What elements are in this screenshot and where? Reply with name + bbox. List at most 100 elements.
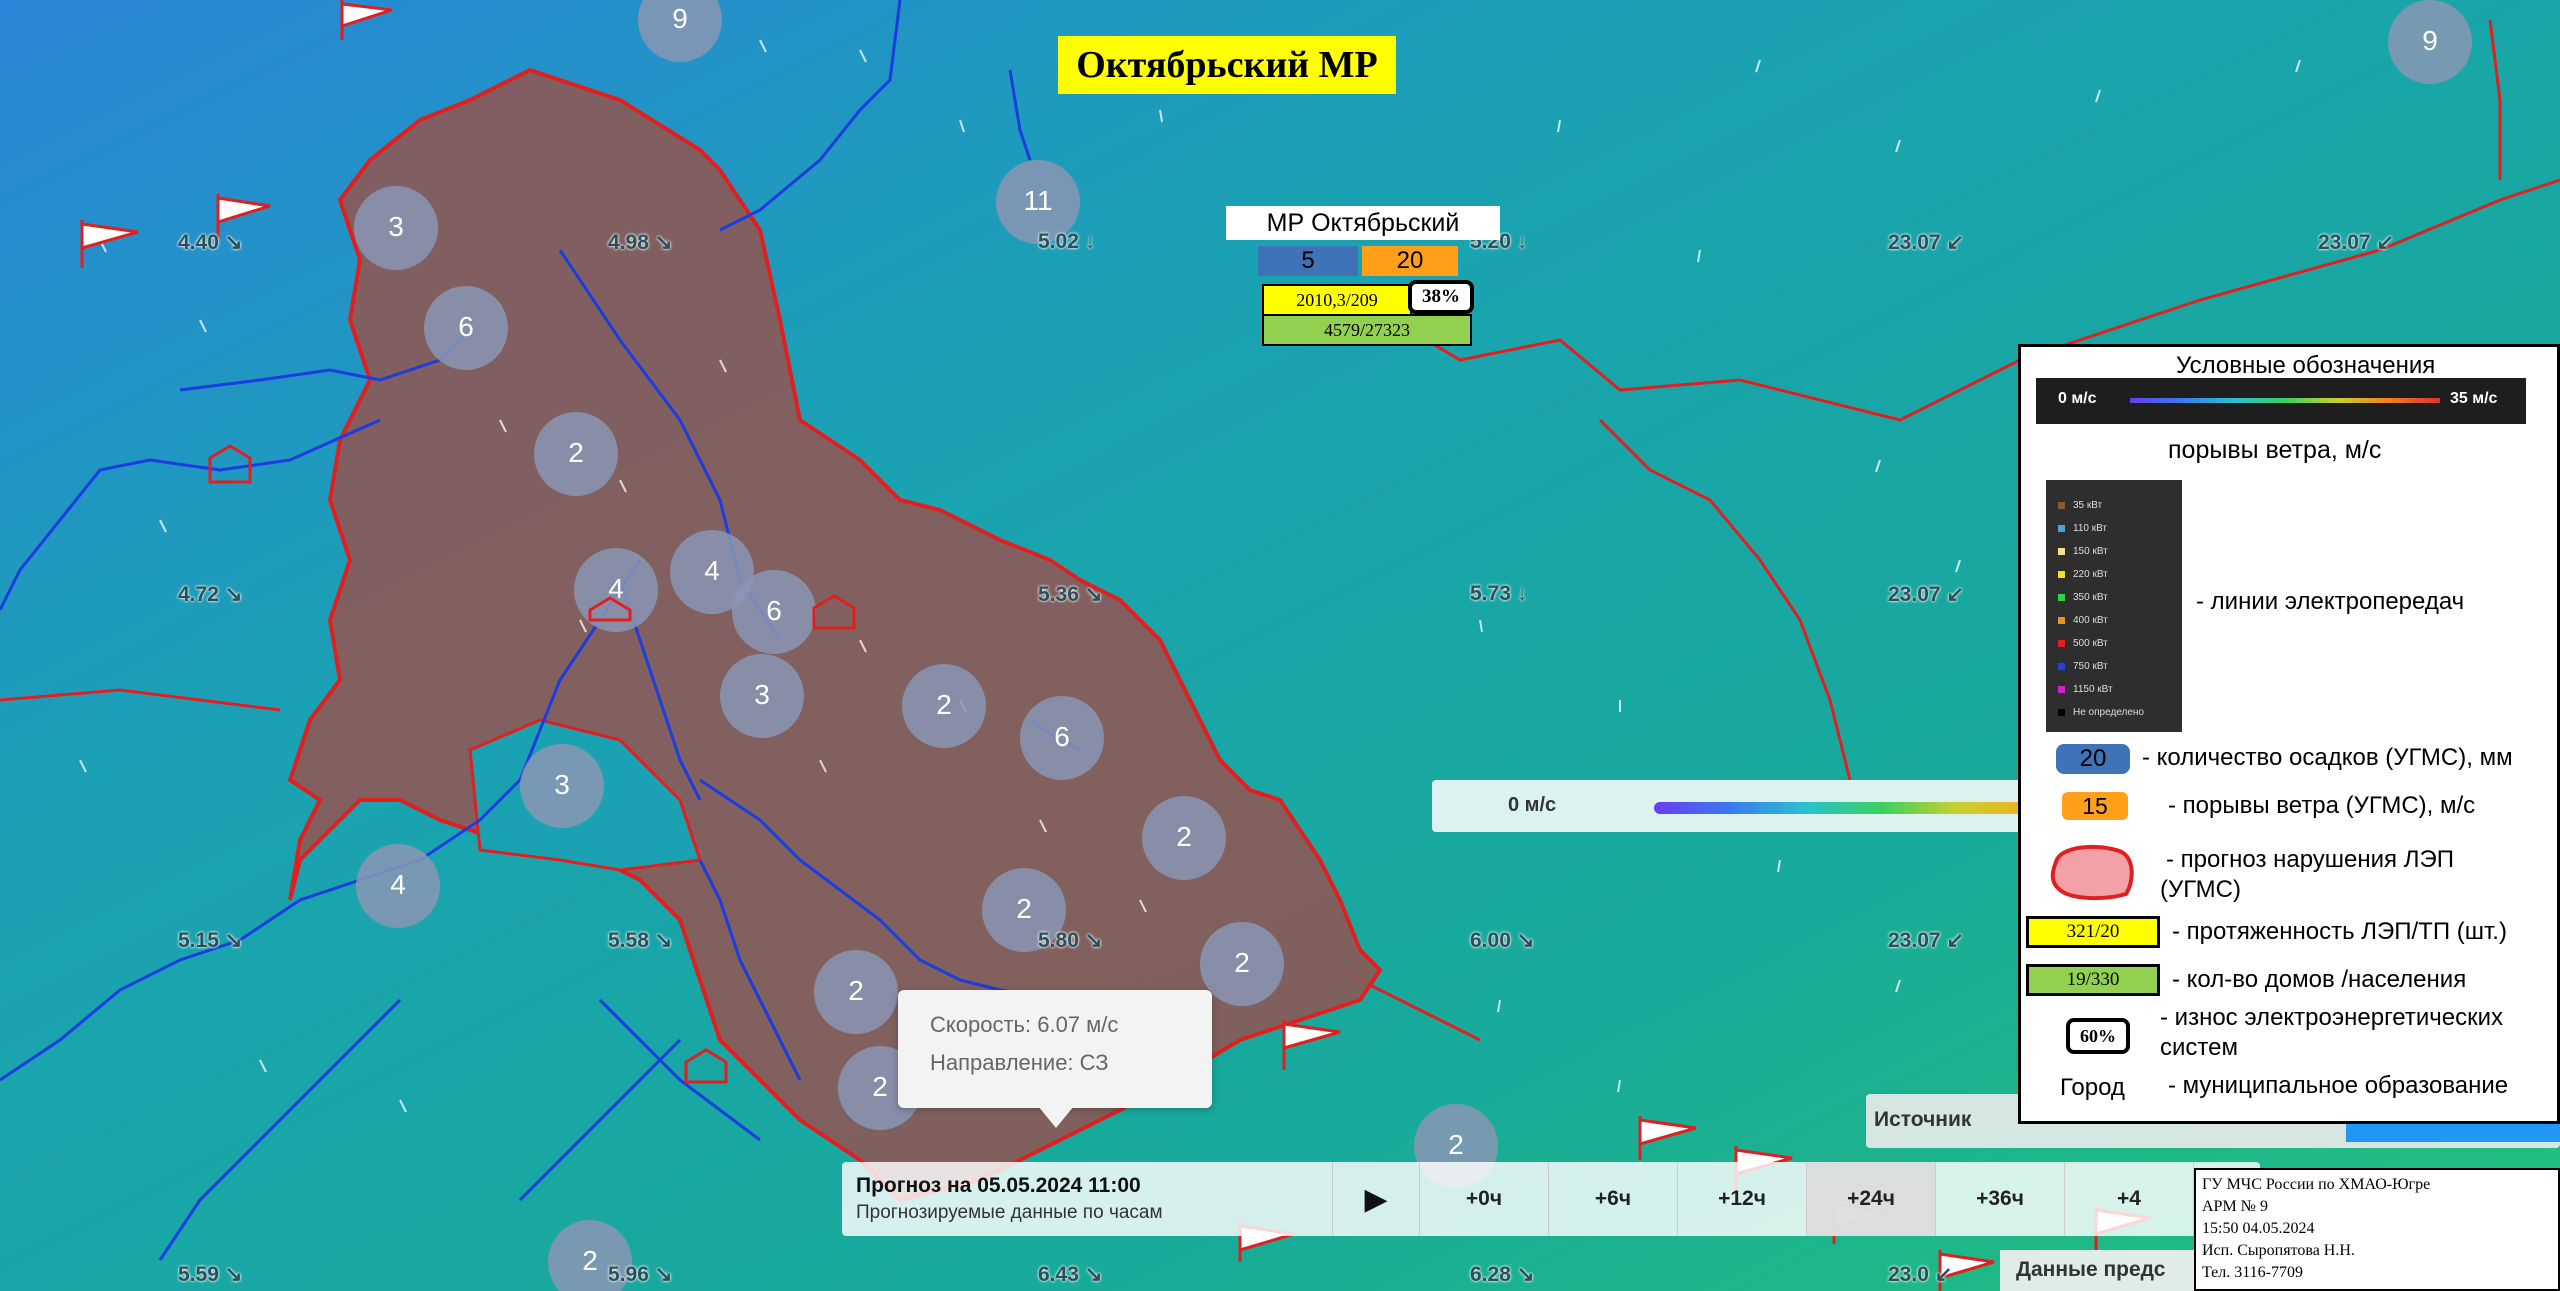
cluster-count: 6 <box>458 311 474 342</box>
cluster[interactable] <box>548 1220 632 1291</box>
cluster[interactable] <box>1200 922 1284 1006</box>
wind-label: 5.59 ↘ <box>178 1263 243 1286</box>
play-icon: ▶ <box>1364 1182 1388 1216</box>
wind-label: 4.72 ↘ <box>178 583 243 606</box>
legend-wind-min: 0 м/с <box>2058 390 2097 407</box>
cluster[interactable] <box>670 530 754 614</box>
timeline-step-6[interactable]: +6ч <box>1549 1162 1678 1236</box>
cluster[interactable] <box>520 744 604 828</box>
source-label: Источник <box>1874 1108 1972 1131</box>
timeline-step-48[interactable]: +4 <box>2065 1162 2194 1236</box>
voltage-color-icon <box>2058 640 2065 647</box>
wind-label: 6.00 ↘ <box>1470 929 1535 952</box>
legend-outage-swatch <box>2050 844 2134 901</box>
wind-label: 23.07 ↙ <box>2318 231 2394 254</box>
wind-label: 23.07 ↙ <box>1888 929 1964 952</box>
timeline-step-12[interactable]: +12ч <box>1678 1162 1807 1236</box>
voltage-color-icon <box>2058 525 2065 532</box>
cluster[interactable] <box>1142 796 1226 880</box>
cluster-count: 2 <box>1448 1129 1464 1160</box>
cluster-count: 9 <box>672 3 688 34</box>
cluster-count: 2 <box>1234 947 1250 978</box>
cluster-count: 4 <box>704 555 720 586</box>
wind-label: 23.0 ↙ <box>1888 1263 1953 1286</box>
district-lines-tp: 2010,3/209 <box>1262 284 1412 316</box>
clusters <box>354 0 2472 1291</box>
voltage-label: 150 кВт <box>2073 546 2108 557</box>
voltage-color-icon <box>2058 571 2065 578</box>
wind-label: 4.40 ↘ <box>178 231 243 254</box>
legend-houses: - кол-во домов /населения <box>2172 966 2467 993</box>
forecast-timeline: Прогноз на 05.05.2024 11:00 Прогнозируем… <box>842 1162 2260 1236</box>
cluster-count: 3 <box>754 679 770 710</box>
footer-executor: Исп. Сыропятова Н.Н. <box>2202 1242 2355 1259</box>
timeline-step-36[interactable]: +36ч <box>1936 1162 2065 1236</box>
legend-precipitation: - количество осадков (УГМС), мм <box>2142 744 2513 771</box>
cluster-count: 11 <box>1023 185 1053 216</box>
wind-label: 5.15 ↘ <box>178 929 243 952</box>
voltage-color-icon <box>2058 686 2065 693</box>
cluster[interactable] <box>720 654 804 738</box>
voltage-color-icon <box>2058 663 2065 670</box>
wind-label: 23.07 ↙ <box>1888 231 1964 254</box>
legend-power-lines: - линии электропередач <box>2196 588 2465 615</box>
cluster[interactable] <box>534 412 618 496</box>
cluster[interactable] <box>2388 0 2472 84</box>
legend-city-word: Город <box>2060 1074 2125 1101</box>
cluster-count: 4 <box>390 869 406 900</box>
wind-label: 5.73 ↓ <box>1470 582 1528 605</box>
voltage-color-icon <box>2058 709 2065 716</box>
cluster[interactable] <box>814 950 898 1034</box>
wind-scale-gradient <box>1654 802 2032 814</box>
district-wear-badge: 38% <box>1408 280 1474 314</box>
page-title: Октябрьский МР <box>1058 36 1396 94</box>
cluster[interactable] <box>982 868 1066 952</box>
legend-voltage-item: 350 кВт <box>2058 592 2108 603</box>
cluster-count: 2 <box>936 689 952 720</box>
legend-title: Условные обозначения <box>2176 352 2436 379</box>
wind-label: 4.98 ↘ <box>608 231 673 254</box>
cluster-count: 3 <box>554 769 570 800</box>
wind-label: 5.02 ↓ <box>1038 230 1096 253</box>
cluster[interactable] <box>356 844 440 928</box>
legend-precipitation-swatch: 20 <box>2056 744 2130 774</box>
district-name: МР Октябрьский <box>1226 206 1500 240</box>
footer-phone: Тел. 3116-7709 <box>2202 1264 2303 1281</box>
cluster-count: 2 <box>848 975 864 1006</box>
play-button[interactable]: ▶ <box>1332 1162 1420 1236</box>
timeline-step-0[interactable]: +0ч <box>1420 1162 1549 1236</box>
cluster-count: 9 <box>2422 25 2438 56</box>
tooltip-speed: Скорость: 6.07 м/с <box>930 1012 1119 1037</box>
district-houses-population: 4579/27323 <box>1262 314 1472 346</box>
legend-outage-line1: - прогноз нарушения ЛЭП <box>2166 846 2454 873</box>
cluster[interactable] <box>1020 696 1104 780</box>
cluster[interactable] <box>732 570 816 654</box>
cluster[interactable] <box>638 0 722 62</box>
legend-outage-line2: (УГМС) <box>2160 876 2241 903</box>
wind-label: 5.80 ↘ <box>1038 929 1103 952</box>
voltage-label: Не определено <box>2073 707 2144 718</box>
wind-scale-min: 0 м/с <box>1508 794 1557 816</box>
legend-wind-max: 35 м/с <box>2450 390 2498 407</box>
cluster[interactable] <box>902 664 986 748</box>
cluster[interactable] <box>354 186 438 270</box>
voltage-color-icon <box>2058 548 2065 555</box>
legend-wear-line1: - износ электроэнергетических <box>2160 1004 2503 1031</box>
legend-gust-swatch: 15 <box>2062 792 2128 820</box>
data-label: Данные предс <box>2016 1258 2166 1281</box>
cluster[interactable] <box>996 160 1080 244</box>
tooltip-arrow <box>1038 1106 1074 1128</box>
district-wind-gust: 20 <box>1362 246 1458 276</box>
cluster[interactable] <box>574 548 658 632</box>
data-bar[interactable] <box>2000 1250 2200 1291</box>
voltage-label: 220 кВт <box>2073 569 2108 580</box>
legend-voltage-item: 750 кВт <box>2058 661 2108 672</box>
voltage-label: 1150 кВт <box>2073 684 2113 695</box>
wind-tooltip: Скорость: 6.07 м/с Направление: СЗ <box>898 990 1212 1108</box>
timeline-step-24[interactable]: +24ч <box>1807 1162 1936 1236</box>
cluster[interactable] <box>424 286 508 370</box>
tooltip-direction: Направление: СЗ <box>930 1050 1109 1075</box>
voltage-color-icon <box>2058 502 2065 509</box>
district-borders <box>0 19 2560 1042</box>
voltage-label: 350 кВт <box>2073 592 2108 603</box>
